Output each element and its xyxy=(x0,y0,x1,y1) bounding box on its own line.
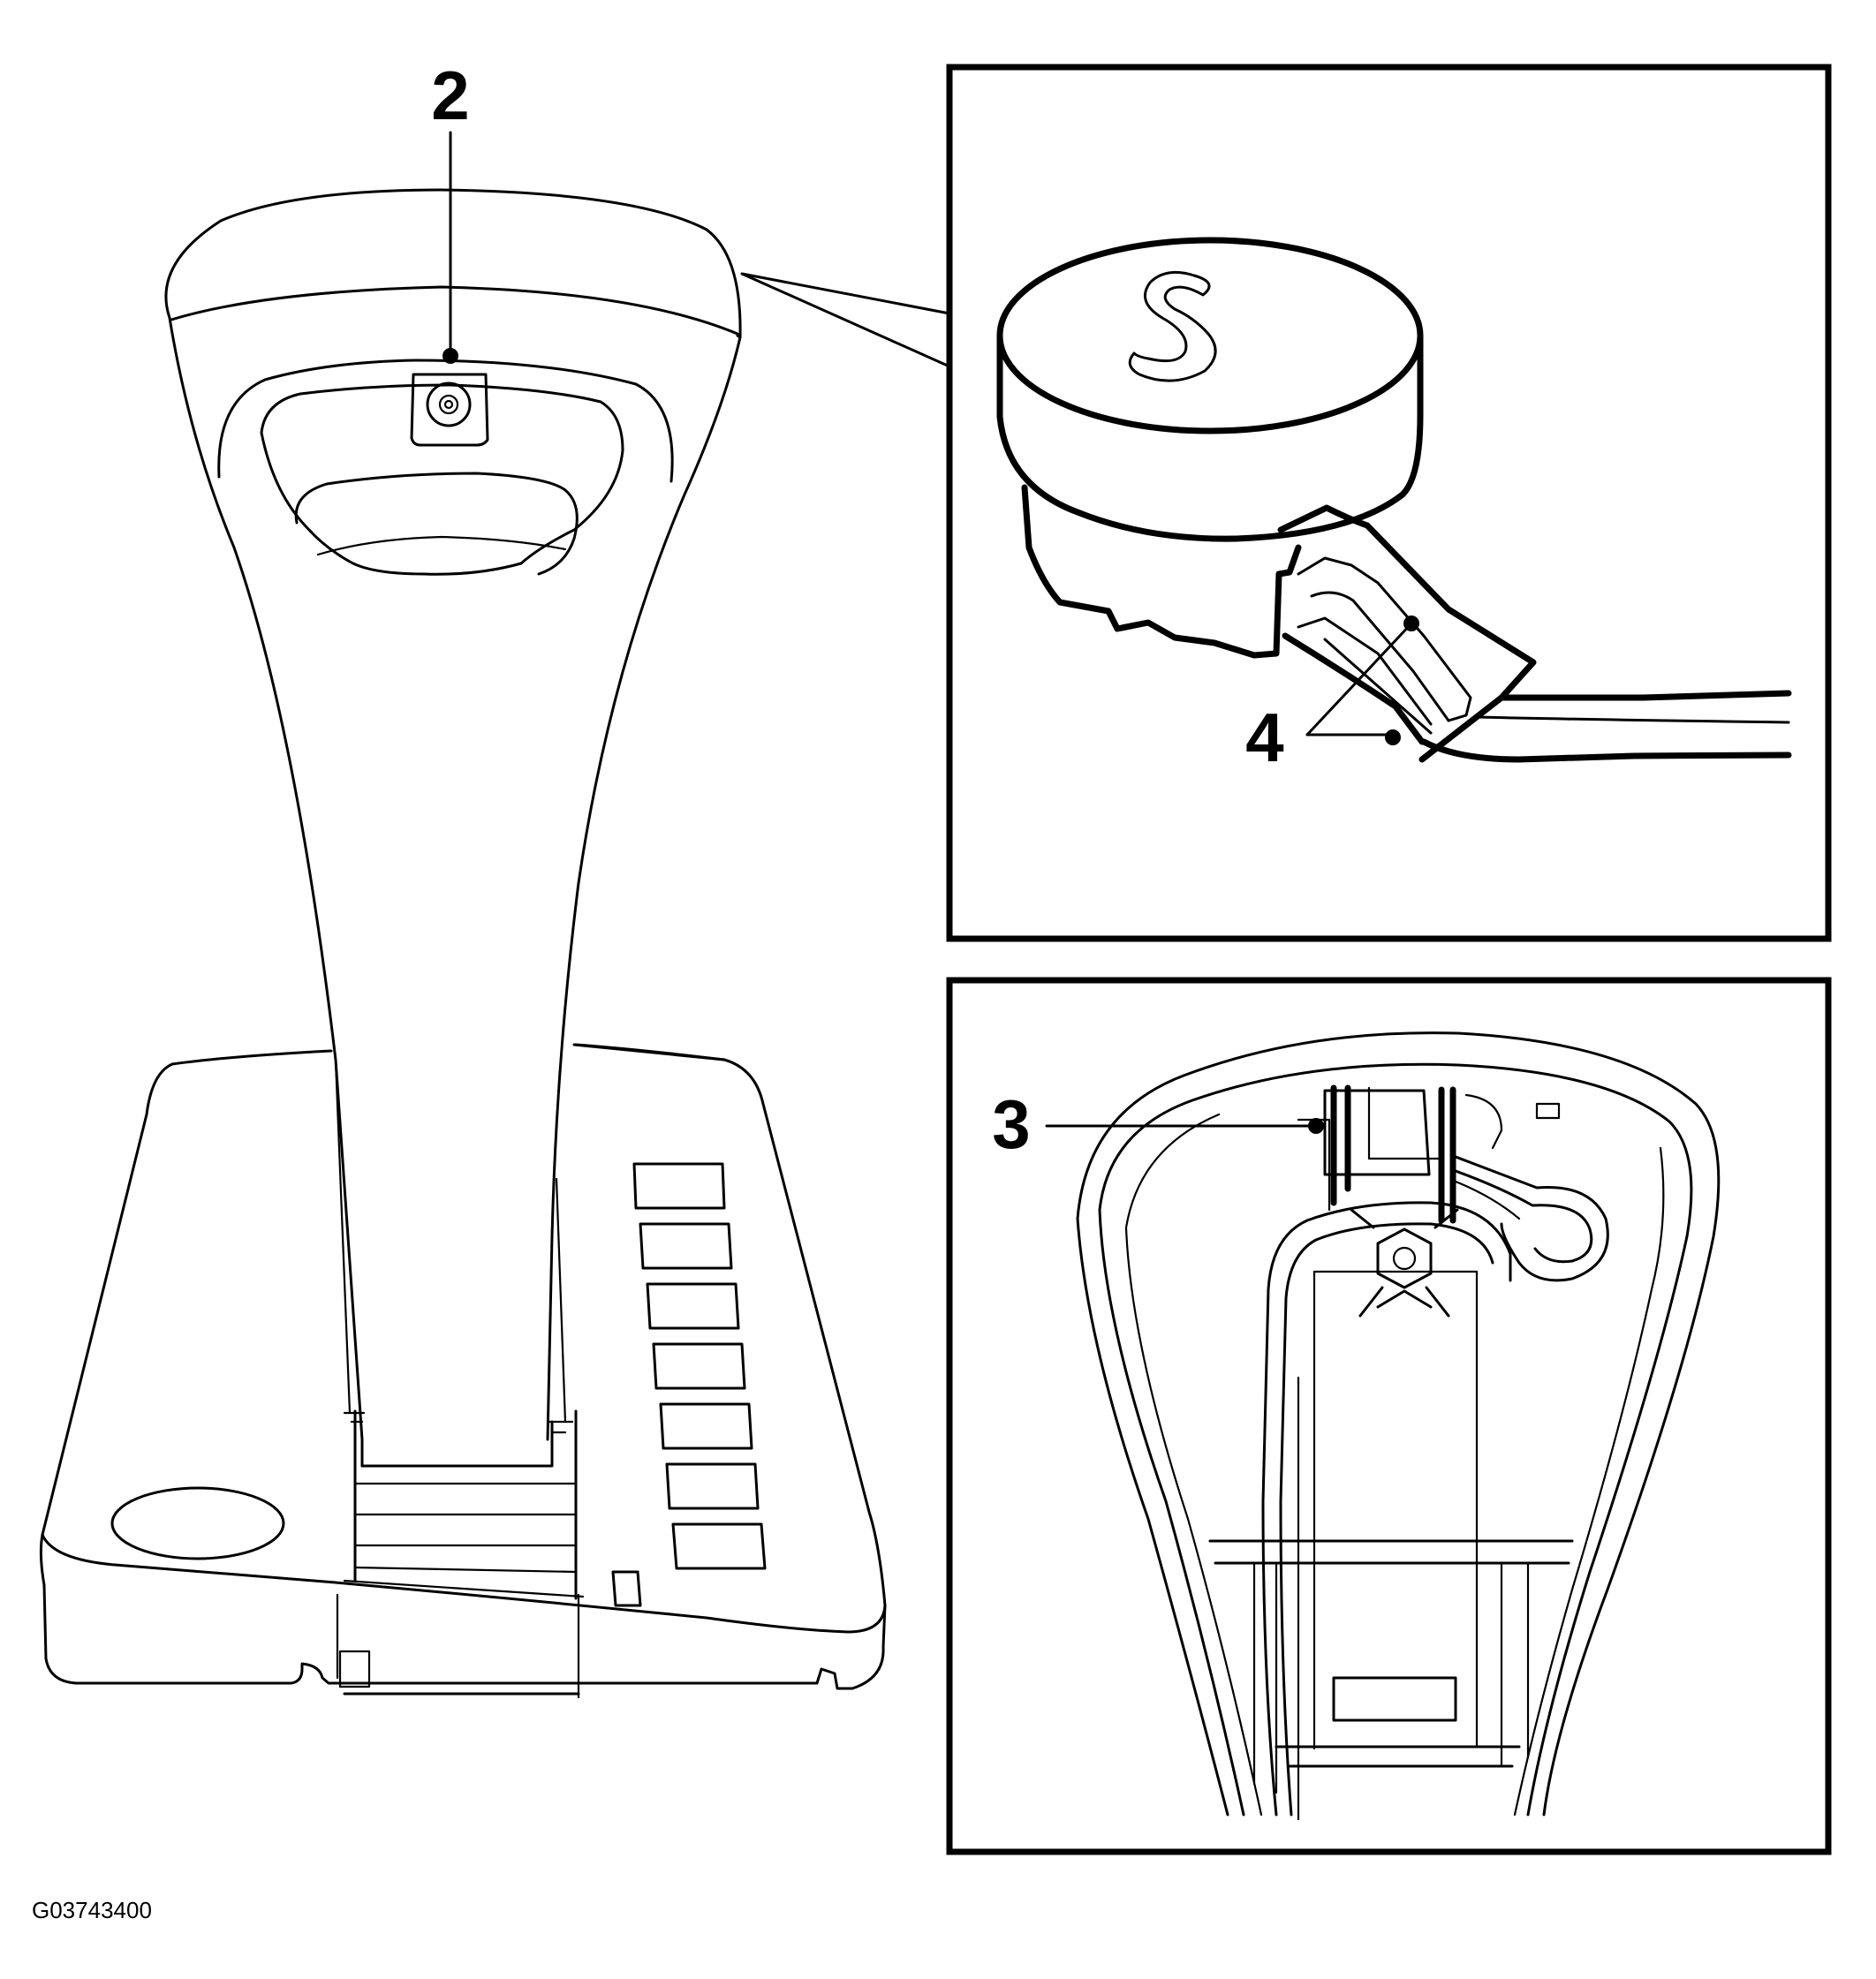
callout-4: 4 xyxy=(1245,616,1419,776)
callout-2: 2 xyxy=(431,57,470,364)
console-base xyxy=(39,1043,887,1699)
inset-top-frame xyxy=(946,64,1832,942)
cup-holder xyxy=(110,1486,285,1560)
gear-indicator-windows xyxy=(632,1162,767,1570)
sport-button-detail xyxy=(996,237,1792,763)
inset-sport-button: 4 xyxy=(946,64,1832,942)
callout-2-label: 2 xyxy=(431,57,469,134)
interior-label-plate xyxy=(1332,1676,1457,1722)
callout-3-label: 3 xyxy=(992,1085,1030,1163)
console-clip xyxy=(611,1570,642,1607)
callout-3: 3 xyxy=(992,1085,1324,1163)
shifter-console-assembly: 2 xyxy=(39,57,887,1699)
knob-interior-detail xyxy=(1076,1031,1721,1821)
inset-knob-interior: 3 xyxy=(946,977,1832,1855)
lever-hex-nut xyxy=(1350,1208,1459,1318)
figure-id: G03743400 xyxy=(32,1897,152,1923)
callout-4-label: 4 xyxy=(1245,699,1283,776)
sport-mode-button xyxy=(410,373,489,447)
zoom-pointer xyxy=(740,272,951,368)
shift-lever xyxy=(164,188,742,1468)
